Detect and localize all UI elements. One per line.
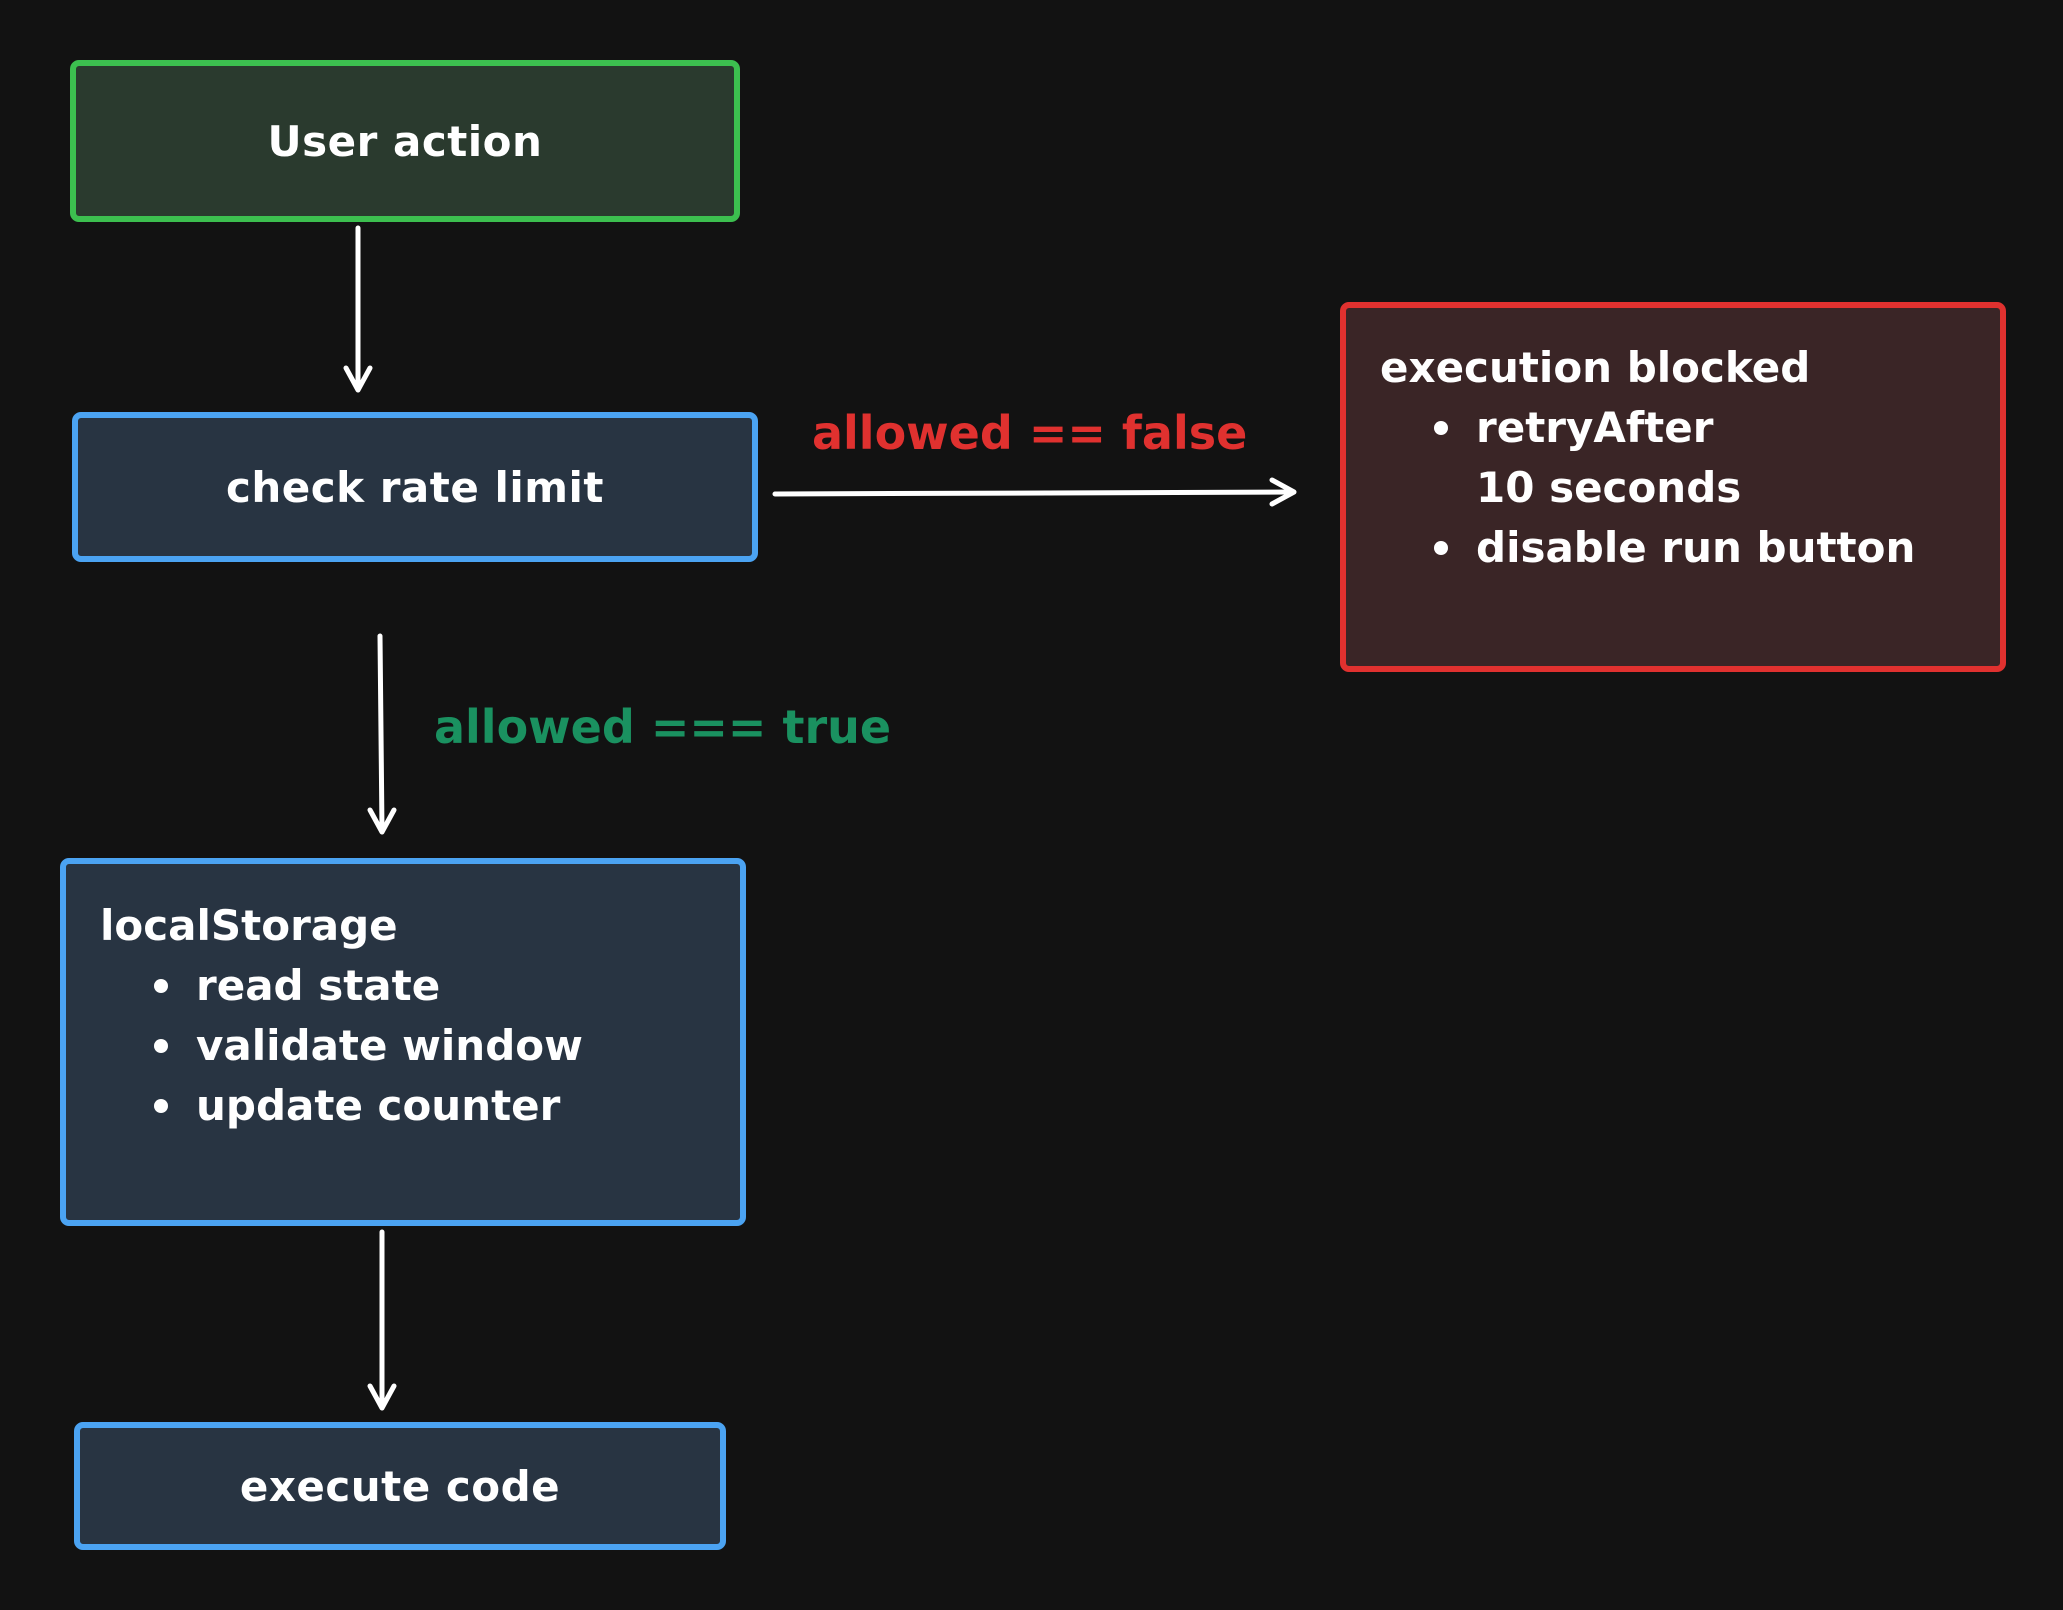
execute-code-label: execute code	[239, 1461, 561, 1511]
list-item: retryAfter 10 seconds	[1434, 398, 1776, 518]
execution-blocked-list: retryAfter 10 seconds disable run button	[1380, 398, 1980, 578]
arrowhead-storage-to-execute	[367, 1383, 397, 1411]
local-storage-list: read state validate window update counte…	[100, 956, 720, 1136]
user-action-node: User action	[70, 60, 740, 222]
execute-code-node: execute code	[74, 1422, 726, 1550]
edge-label-allowed-false: allowed == false	[812, 406, 1248, 460]
list-item: disable run button	[1434, 518, 1980, 578]
arrow-check-to-storage	[377, 633, 385, 833]
arrowhead-user-to-check	[343, 365, 373, 393]
arrowhead-check-to-blocked	[1269, 477, 1297, 507]
edge-label-allowed-true: allowed === true	[434, 700, 892, 754]
check-rate-limit-label: check rate limit	[225, 462, 604, 512]
execution-blocked-node: execution blocked retryAfter 10 seconds …	[1340, 302, 2006, 672]
user-action-label: User action	[267, 116, 543, 166]
execution-blocked-title: execution blocked	[1380, 343, 1811, 392]
arrow-check-to-blocked	[772, 489, 1295, 497]
check-rate-limit-node: check rate limit	[72, 412, 758, 562]
list-item: validate window	[154, 1016, 720, 1076]
execution-blocked-text: execution blocked retryAfter 10 seconds …	[1380, 338, 1980, 578]
list-item: update counter	[154, 1076, 720, 1136]
list-item: read state	[154, 956, 720, 1016]
arrowhead-check-to-storage	[367, 807, 397, 835]
local-storage-title: localStorage	[100, 901, 398, 950]
local-storage-text: localStorage read state validate window …	[100, 896, 720, 1136]
local-storage-node: localStorage read state validate window …	[60, 858, 746, 1226]
